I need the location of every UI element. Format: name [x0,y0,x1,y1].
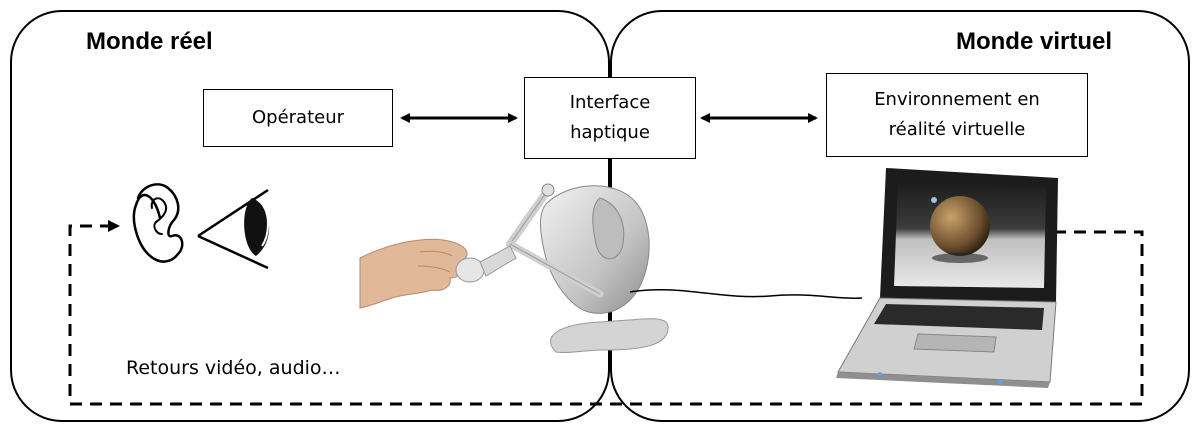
feedback-arrowhead [108,220,120,232]
real-world-title: Monde réel [86,28,213,55]
operator-label: Opérateur [251,107,345,128]
operator-box: Opérateur [203,89,393,147]
haptic-interface-box: Interface haptique [524,77,696,159]
haptic-interface-label-line1: Interface [569,92,651,113]
feedback-label: Retours vidéo, audio… [126,357,341,379]
virtual-world-title: Monde virtuel [955,28,1112,55]
virtual-environment-box: Environnement en réalité virtuelle [826,73,1088,157]
haptic-interface-label-line2: haptique [570,122,650,143]
virtual-environment-label-line1: Environnement en [874,89,1040,110]
virtual-environment-label-line2: réalité virtuelle [888,119,1026,140]
